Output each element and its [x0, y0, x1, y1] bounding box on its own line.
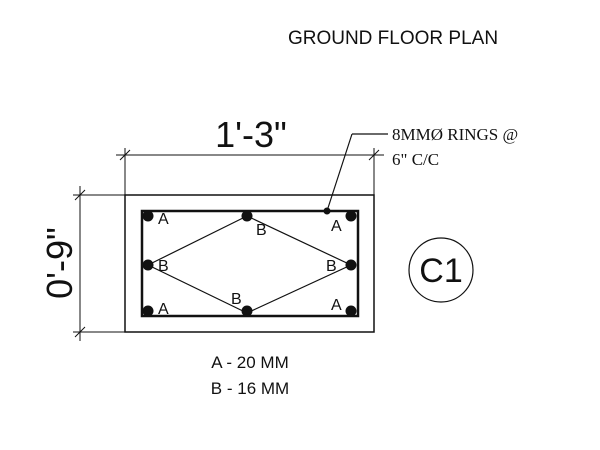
- rings-leader: [323, 133, 388, 215]
- rebar-a-bottom-right: [345, 305, 357, 317]
- column-tag-circle: [408, 237, 474, 303]
- rebar-a-top-left: [142, 210, 154, 222]
- bar-label-a-bottom-right: A: [331, 297, 342, 314]
- rebar-a-bottom-left: [142, 305, 154, 317]
- rebar-b-bottom-mid: [241, 305, 253, 317]
- ring-stirrup: [140, 209, 360, 318]
- column-tag-label: C1: [419, 252, 462, 290]
- width-dimension: [116, 148, 384, 196]
- rings-note-line1: 8MMØ RINGS @: [392, 125, 518, 144]
- bar-label-b-mid-right: B: [326, 258, 337, 275]
- rebars: [142, 210, 357, 317]
- bar-label-b-top-mid: B: [256, 222, 267, 239]
- depth-dimension: [73, 186, 125, 341]
- bar-label-a-top-right: A: [331, 218, 342, 235]
- bar-label-a-top-left: A: [158, 211, 169, 228]
- rebar-b-mid-right: [345, 259, 357, 271]
- legend-b: B - 16 MM: [211, 379, 289, 398]
- drawing-title: GROUND FLOOR PLAN: [288, 28, 498, 49]
- legend-a: A - 20 MM: [211, 353, 288, 372]
- bar-label-b-mid-left: B: [158, 258, 169, 275]
- rebar-a-top-right: [345, 210, 357, 222]
- bar-label-b-bottom-mid: B: [231, 291, 242, 308]
- rebar-b-mid-left: [142, 259, 154, 271]
- width-dimension-label: 1'-3": [215, 114, 287, 155]
- depth-dimension-label: 0'-9": [39, 227, 80, 299]
- rebar-b-top-mid: [241, 210, 253, 222]
- rings-note-line2: 6" C/C: [392, 150, 439, 169]
- bar-label-a-bottom-left: A: [158, 301, 169, 318]
- diamond-tie: [146, 215, 353, 314]
- column-outline: [124, 194, 375, 333]
